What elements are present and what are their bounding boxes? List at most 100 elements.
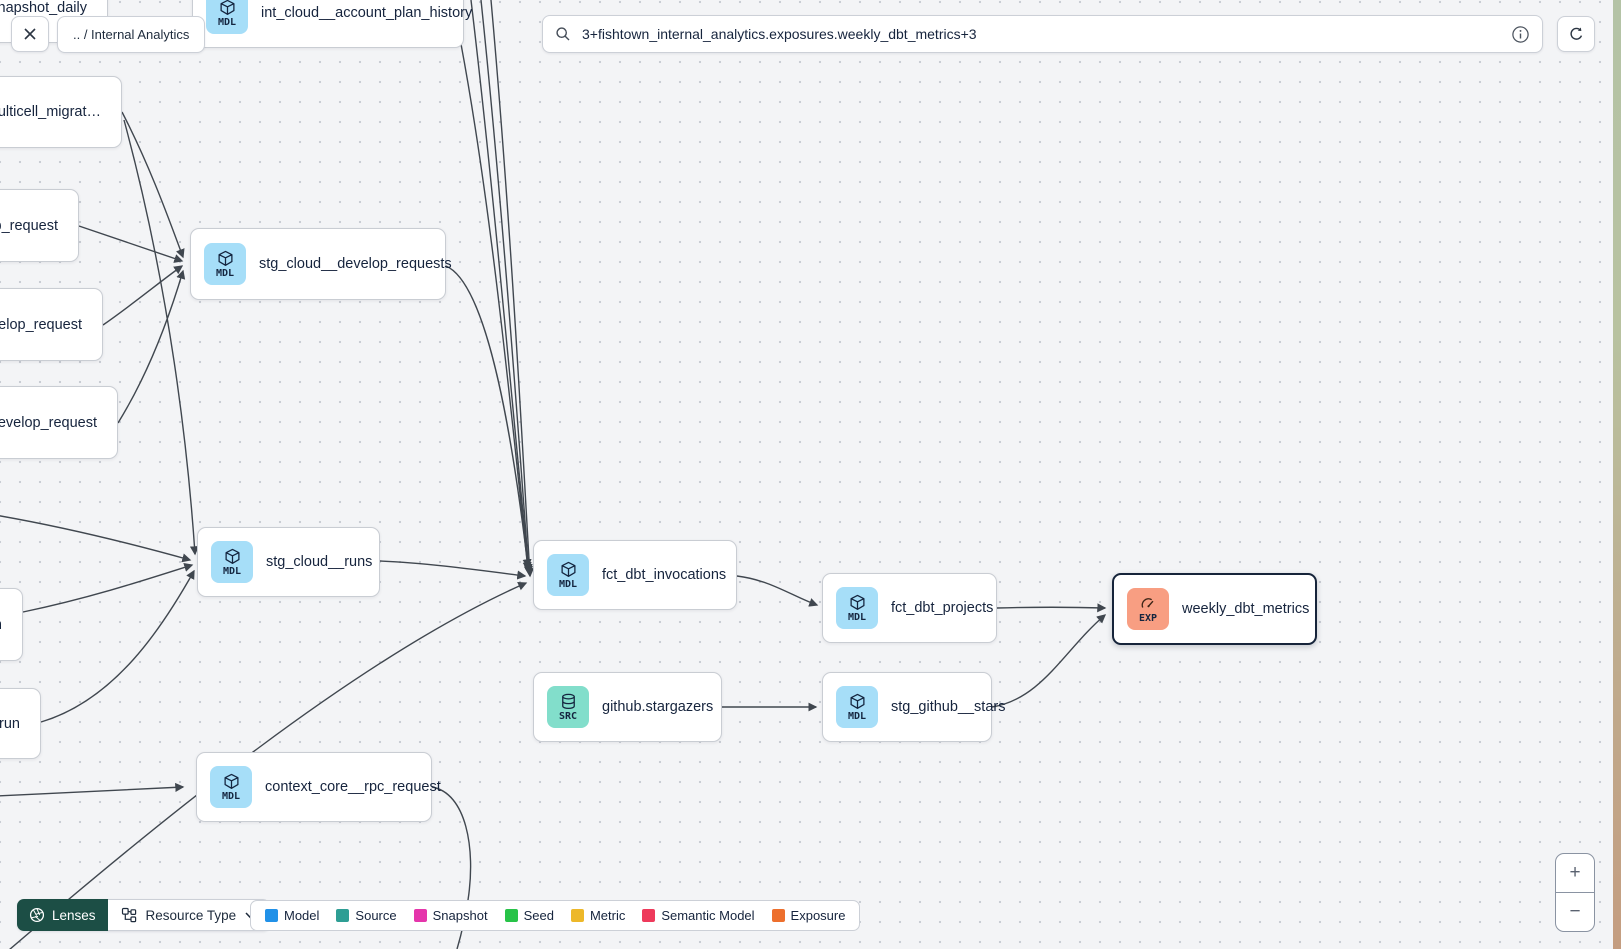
node-label: int_cloud__account_plan_history [261, 5, 473, 21]
search-icon [556, 27, 570, 41]
legend-swatch [570, 909, 584, 922]
model-badge: MDL [836, 686, 878, 728]
model-badge: MDL [836, 587, 878, 629]
node-context-core-rpc-request[interactable]: MDL context_core__rpc_request [196, 752, 441, 822]
lineage-edge [102, 265, 184, 326]
node-fct-dbt-invocations[interactable]: MDL fct_dbt_invocations [533, 540, 737, 610]
node-velop-request[interactable]: velop_request [0, 288, 103, 361]
node-label: velop_request [0, 316, 82, 333]
model-badge: MDL [204, 243, 246, 285]
cube-icon [217, 250, 233, 266]
node-run-partial[interactable]: run [0, 688, 41, 759]
lenses-button[interactable]: Lenses [17, 899, 108, 931]
legend-label: Seed [523, 908, 554, 923]
legend-item-source: Source [336, 908, 397, 923]
lineage-edge [22, 563, 194, 613]
model-badge: MDL [547, 554, 589, 596]
close-button[interactable] [11, 16, 49, 52]
node-label: fct_dbt_invocations [602, 567, 727, 583]
refresh-icon [1569, 26, 1582, 40]
node-int-cloud-account-plan-history[interactable]: MDL int_cloud__account_plan_history [192, 0, 472, 48]
cube-icon [223, 773, 239, 789]
legend-swatch [771, 909, 785, 922]
lens-aperture-icon [29, 907, 45, 923]
legend-label: Exposure [790, 908, 846, 923]
legend-swatch [504, 909, 518, 922]
badge-label: MDL [221, 790, 241, 802]
badge-label: SRC [558, 710, 578, 722]
lineage-edge [121, 111, 185, 259]
cube-icon [560, 561, 576, 577]
zoom-in-button[interactable]: + [1569, 862, 1581, 883]
node-fct-dbt-projects[interactable]: MDL fct_dbt_projects [822, 573, 997, 643]
node-label: fct_dbt_projects [891, 600, 994, 616]
cube-icon [219, 0, 235, 15]
zoom-out-button[interactable]: − [1569, 901, 1581, 922]
legend-swatch [336, 909, 350, 922]
zoom-controls: + − [1555, 853, 1595, 932]
refresh-button[interactable] [1557, 16, 1595, 52]
database-icon [561, 693, 575, 709]
node-label: weekly_dbt_metrics [1182, 601, 1310, 617]
lineage-edge [431, 786, 472, 949]
close-icon [24, 28, 36, 40]
badge-label: MDL [217, 16, 237, 28]
resource-type-label: Resource Type [145, 907, 237, 923]
lineage-edge [379, 560, 527, 580]
lineage-edge [460, 43, 532, 572]
node-label: stg_cloud__runs [266, 554, 373, 570]
legend-swatch [265, 909, 278, 922]
cube-icon [224, 548, 240, 564]
node-n-partial[interactable]: n [0, 588, 23, 661]
node-label: p_request [0, 217, 58, 234]
legend-label: Source [355, 908, 397, 923]
legend-item-semantic-model: Semantic Model [642, 908, 755, 923]
node-label: run [0, 715, 20, 732]
legend-label: Model [284, 908, 320, 923]
lineage-edge [78, 225, 184, 263]
lenses-label: Lenses [52, 907, 96, 923]
lineage-edge [996, 603, 1107, 613]
info-icon[interactable] [1511, 25, 1530, 44]
node-label: .develop_request [0, 414, 97, 431]
badge-label: EXP [1138, 612, 1158, 624]
lineage-edge [0, 515, 192, 563]
node-label: multicell_migrat… [0, 104, 101, 120]
node-stg-cloud-runs[interactable]: MDL stg_cloud__runs [197, 527, 380, 597]
breadcrumb[interactable]: .. / Internal Analytics [57, 16, 206, 53]
search-input[interactable] [580, 25, 1502, 43]
legend-label: Semantic Model [661, 908, 755, 923]
cube-icon [849, 594, 865, 610]
screen-edge-strip [1613, 0, 1621, 949]
lineage-edge [0, 782, 185, 797]
legend-item-metric: Metric [570, 908, 625, 923]
source-badge: SRC [547, 686, 589, 728]
search-bar[interactable] [542, 15, 1543, 53]
lineage-edge [470, 0, 533, 574]
node-label: stg_cloud__develop_requests [259, 256, 452, 272]
legend-label: Snapshot [432, 908, 488, 923]
lineage-edge [991, 614, 1107, 708]
resource-type-dropdown[interactable]: Resource Type [107, 899, 271, 931]
badge-label: MDL [222, 565, 242, 577]
lineage-edge [490, 0, 535, 578]
node-weekly-dbt-metrics[interactable]: EXP weekly_dbt_metrics [1112, 573, 1317, 645]
node-p-request[interactable]: p_request [0, 189, 79, 262]
badge-label: MDL [847, 710, 867, 722]
legend-item-model: Model [265, 908, 319, 923]
node-develop-request[interactable]: .develop_request [0, 386, 118, 459]
badge-label: MDL [215, 267, 235, 279]
breadcrumb-label: .. / Internal Analytics [73, 27, 190, 42]
node-label: context_core__rpc_request [265, 779, 441, 795]
badge-label: MDL [847, 611, 867, 623]
legend-swatch [413, 909, 427, 922]
node-stg-cloud-develop-requests[interactable]: MDL stg_cloud__develop_requests [190, 228, 452, 300]
node-multicell-migrat[interactable]: multicell_migrat… [0, 76, 122, 148]
zoom-divider [1556, 892, 1594, 893]
lineage-edge [736, 575, 819, 607]
